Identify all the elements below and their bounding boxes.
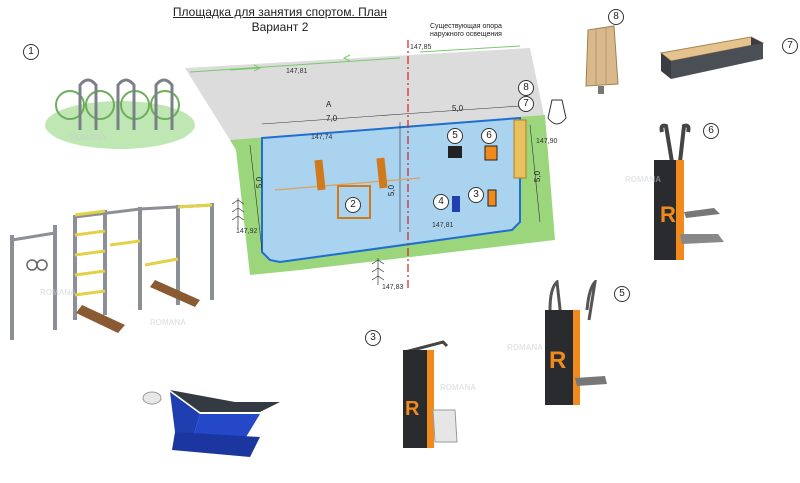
photo-marker-3: 3 [365,330,381,346]
marker-3: 3 [468,187,484,203]
urn-symbol [547,99,567,125]
svg-text:ROMANA: ROMANA [150,318,186,327]
dim-width-left: 7,0 [326,114,338,123]
svg-text:R: R [549,347,566,374]
dim-height-mid: 5,0 [387,184,397,197]
dim-height-left: 5,0 [255,176,265,189]
plan-title: Площадка для занятия спортом. План Вариа… [160,5,400,35]
marker-5: 5 [447,128,463,144]
photo-marker-6: 6 [703,123,719,139]
lighting-note: Существующая опора наружного освещения [430,23,502,38]
equipment-6 [484,145,498,161]
tree-symbol-left [231,198,245,228]
path-arrows [189,45,521,73]
marker-8: 8 [518,80,534,96]
axis-label: А [326,100,332,109]
svg-text:ROMANA: ROMANA [625,175,661,184]
marker-2: 2 [345,197,361,213]
elev-bottom: 147,83 [382,284,404,291]
svg-text:ROMANA: ROMANA [40,288,76,297]
elev-left: 147,92 [236,228,258,235]
marker-7: 7 [518,96,534,112]
svg-text:ROMANA: ROMANA [507,343,543,352]
bike-rack-image: ROMANA [45,78,195,149]
photo-marker-5: 5 [614,286,630,302]
dimension-lines [249,105,541,251]
equipment-bench-2 [376,157,388,189]
elev-right: 147,90 [536,138,558,145]
marker-4: 4 [433,194,449,210]
trainer-6-image: R ROMANA [625,123,724,260]
bench-image [659,36,765,79]
dim-height-right: 5,0 [533,170,543,183]
trainer-5-image: R ROMANA [507,280,607,405]
svg-text:R: R [660,202,676,227]
elev-court-top: 147,74 [311,134,333,141]
svg-text:ROMANA: ROMANA [440,383,476,392]
elev-top-mid: 147,85 [410,44,432,51]
photo-marker-7: 7 [782,38,798,54]
svg-text:R: R [405,398,420,420]
marker-6: 6 [481,128,497,144]
workout-frame-image: ROMANA ROMANA [10,203,214,340]
trainer-3-image: R ROMANA [403,340,476,448]
equipment-frame-2 [337,185,371,219]
bench-7 [513,119,527,179]
equipment-3 [487,189,497,207]
equipment-bench-1 [314,159,326,191]
blue-bench-image [142,390,280,457]
title-line-2: Вариант 2 [251,20,309,34]
marker-1: 1 [23,44,39,60]
urn-image [585,25,619,94]
svg-text:ROMANA: ROMANA [70,133,106,142]
elev-bottom-inner: 147,81 [432,222,454,229]
dim-width-right: 5,0 [452,104,464,113]
elev-top-left: 147,81 [286,68,308,75]
equipment-4 [452,196,460,212]
photo-marker-8: 8 [608,9,624,25]
title-line-1: Площадка для занятия спортом. План [172,5,388,19]
tree-symbol-bottom [371,258,385,285]
paving-area [185,48,545,140]
equipment-5 [448,146,462,158]
